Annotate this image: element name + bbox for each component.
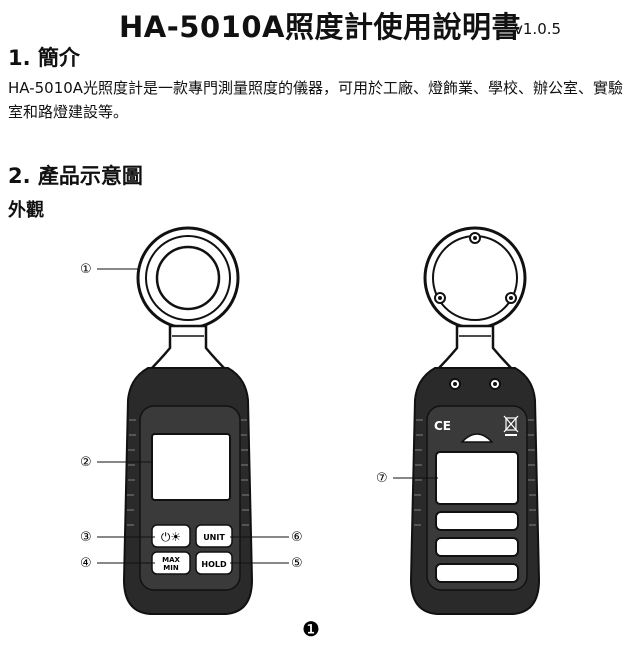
power-light-button bbox=[151, 524, 191, 548]
min-label: MIN bbox=[163, 564, 179, 572]
hold-button-label: HOLD bbox=[201, 560, 227, 569]
battery-compartment bbox=[435, 451, 519, 505]
sensor-neck bbox=[144, 324, 232, 374]
unit-button bbox=[195, 524, 233, 548]
sensor-lens bbox=[155, 245, 221, 311]
grip-slot bbox=[435, 511, 519, 531]
callout-5: ⑤ bbox=[291, 556, 303, 571]
figure-number: ❶ bbox=[302, 617, 320, 641]
product-diagram: ⏻☀ UNIT MAX MIN HOLD ① ② ③ ④ ⑤ ⑥ bbox=[80, 226, 541, 641]
title-row: HA-5010A照度計使用說明書 bbox=[0, 4, 640, 46]
callout-1: ① bbox=[80, 262, 92, 277]
callout-6: ⑥ bbox=[291, 530, 303, 545]
grip-ridges-back bbox=[414, 419, 536, 526]
subheading-appearance: 外觀 bbox=[8, 200, 44, 221]
back-sensor-neck bbox=[431, 324, 519, 374]
grip-slot bbox=[435, 563, 519, 583]
power-light-symbol: ⏻☀ bbox=[161, 530, 181, 544]
callout-4: ④ bbox=[80, 556, 92, 571]
callout-3: ③ bbox=[80, 530, 92, 545]
unit-button-label: UNIT bbox=[203, 533, 225, 542]
callout-7: ⑦ bbox=[376, 471, 388, 486]
front-view: ⏻☀ UNIT MAX MIN HOLD bbox=[122, 226, 254, 615]
grip-ridges-front bbox=[127, 419, 249, 526]
document-title: HA-5010A照度計使用說明書 bbox=[119, 10, 521, 44]
battery-latch bbox=[460, 433, 494, 443]
grip-slot bbox=[435, 537, 519, 557]
weee-bin-icon bbox=[503, 415, 519, 436]
callout-2: ② bbox=[80, 455, 92, 470]
intro-paragraph: HA-5010A光照度計是一款專門測量照度的儀器，可用於工廠、燈飾業、學校、辦公… bbox=[8, 79, 624, 121]
back-view: CE bbox=[409, 226, 541, 615]
max-label: MAX bbox=[162, 556, 180, 564]
lcd-screen bbox=[151, 433, 231, 501]
version-label: v1.0.5 bbox=[514, 20, 562, 38]
front-callouts: ① ② ③ ④ ⑤ ⑥ bbox=[80, 262, 303, 571]
back-callouts: ⑦ bbox=[376, 471, 438, 486]
section-heading-intro: 1. 簡介 bbox=[8, 46, 80, 70]
ce-mark: CE bbox=[434, 419, 451, 433]
section-heading-diagram: 2. 產品示意圖 bbox=[8, 164, 143, 188]
